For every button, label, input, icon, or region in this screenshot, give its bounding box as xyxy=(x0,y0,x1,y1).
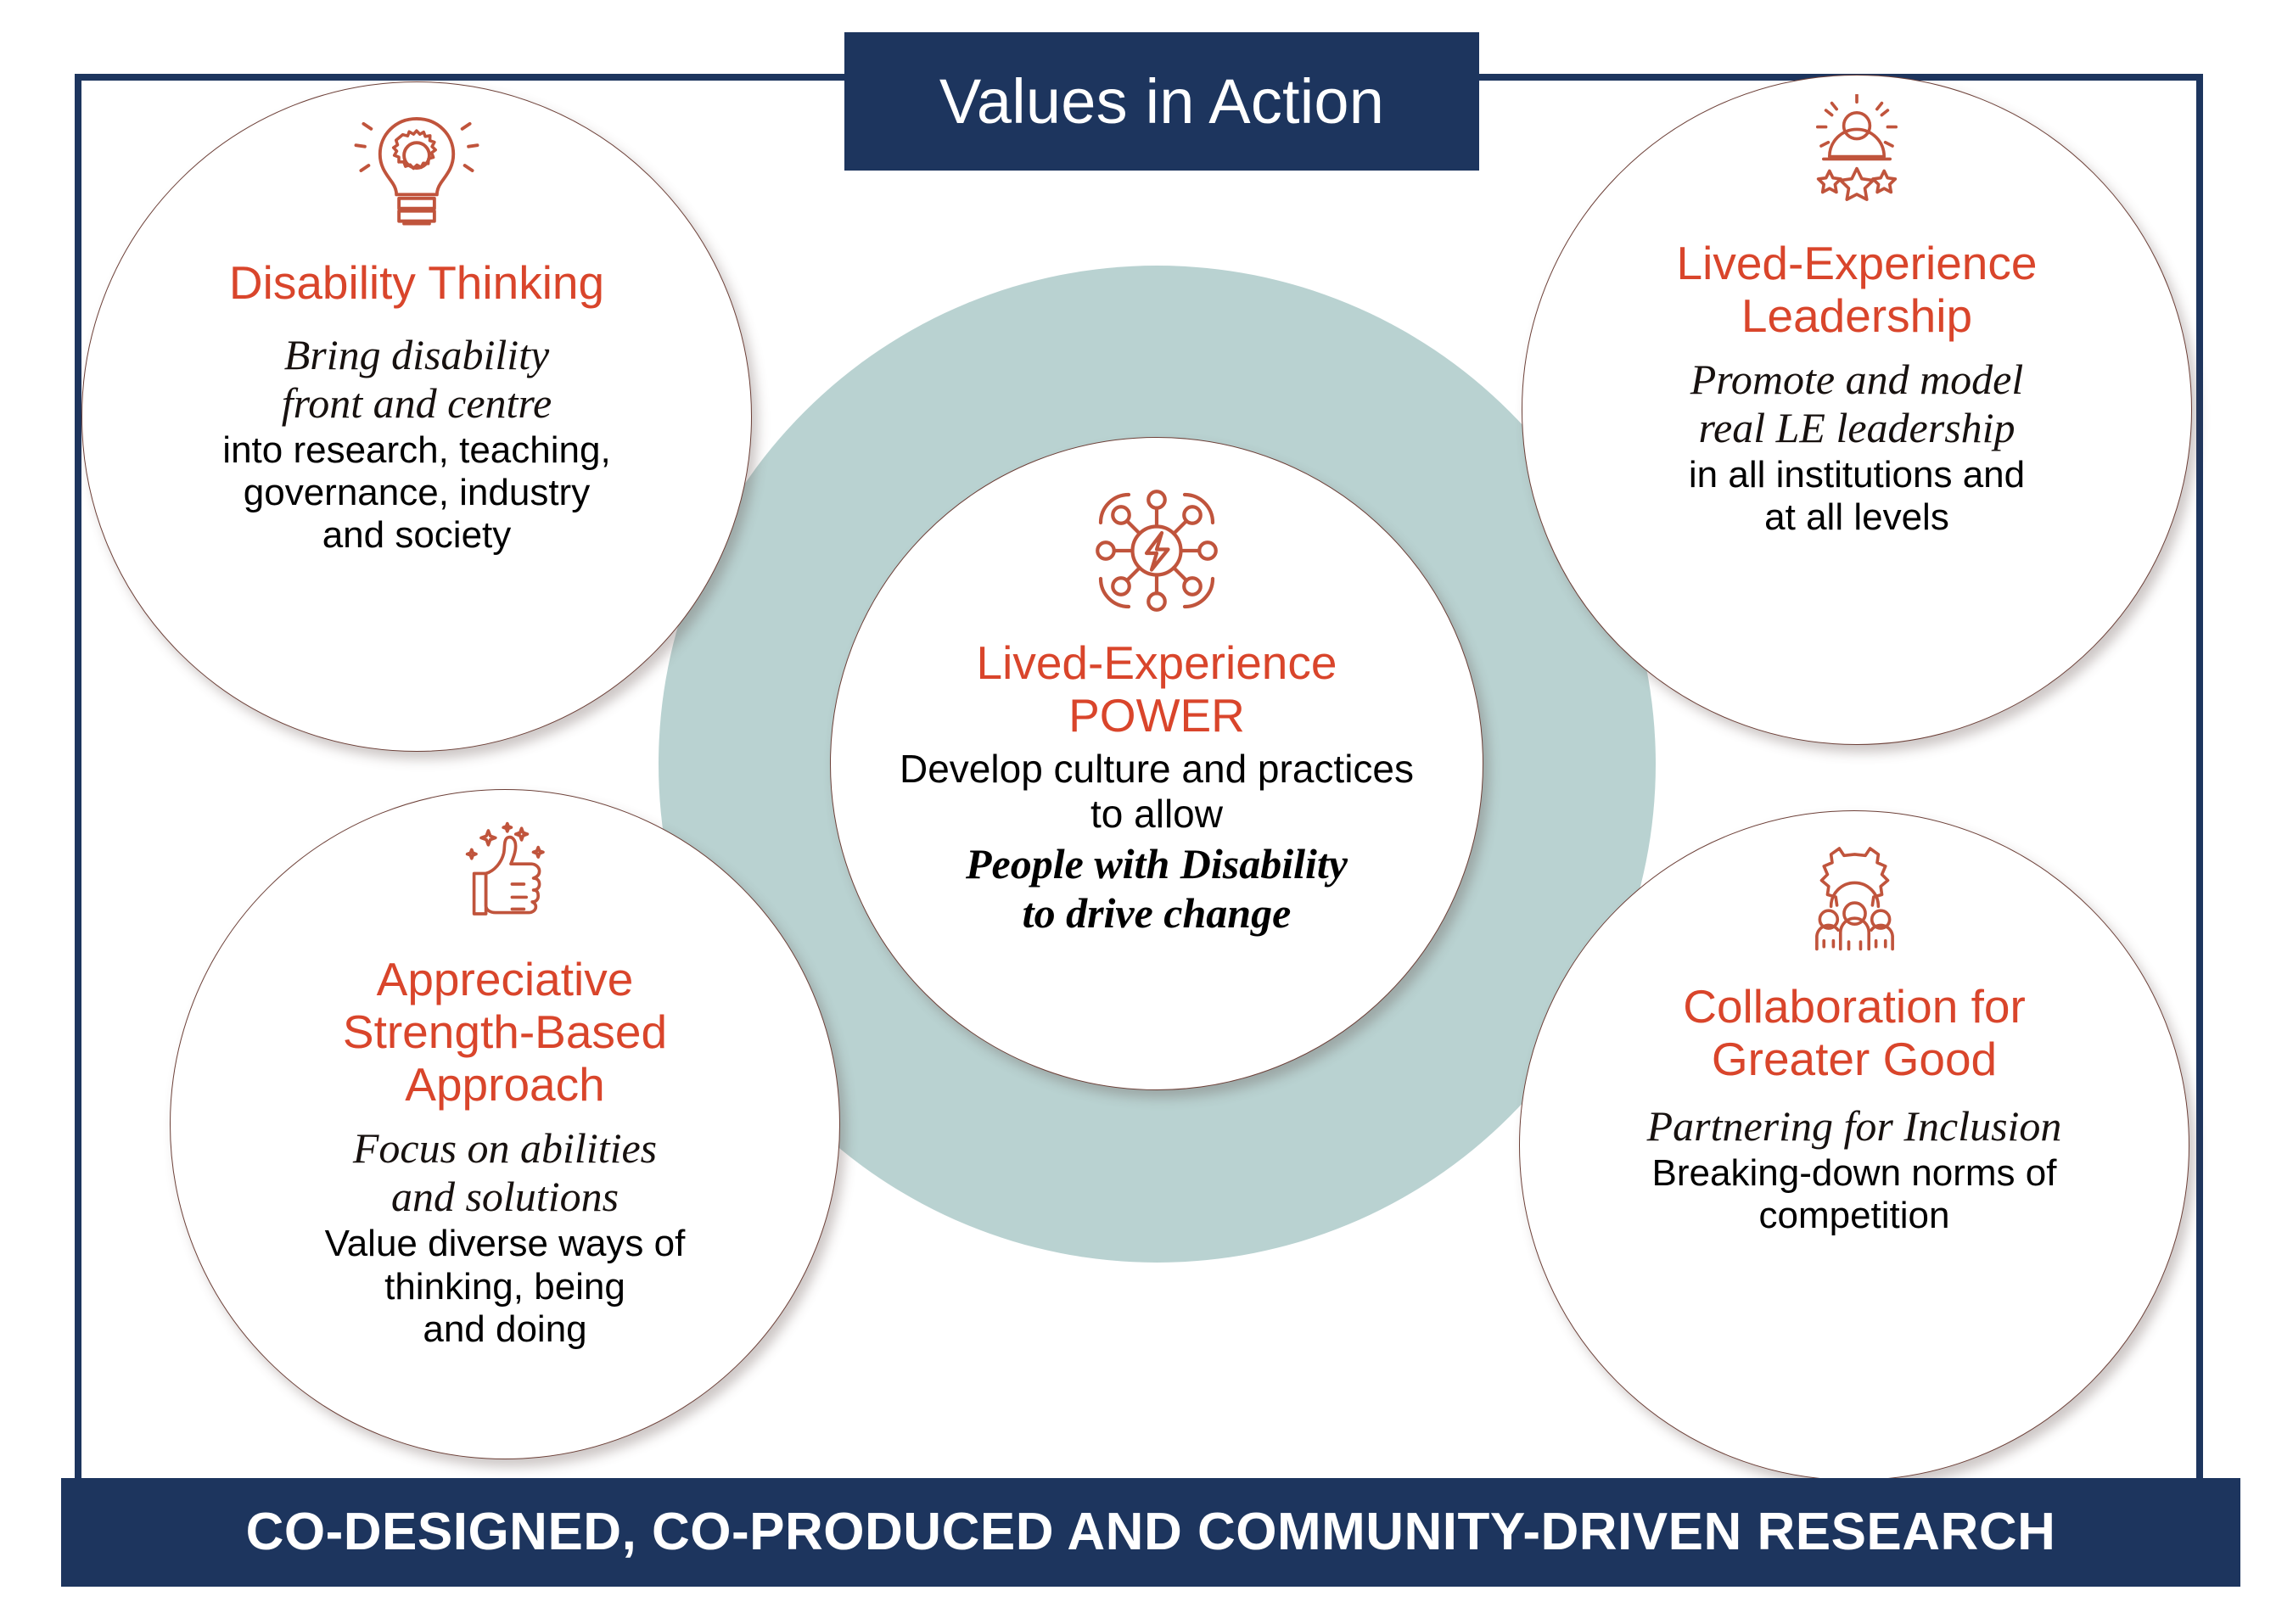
heading-line: Leadership xyxy=(1741,289,1973,343)
plain-line: to allow xyxy=(1090,791,1223,836)
center-emphasis-text: People with Disability to drive change xyxy=(966,839,1348,938)
node-italic-text: Partnering for Inclusion xyxy=(1647,1102,2062,1151)
plain-line: Value diverse ways of xyxy=(324,1223,686,1265)
footer-banner: CO-DESIGNED, CO-PRODUCED AND COMMUNITY-D… xyxy=(61,1478,2240,1587)
emphasis-line: to drive change xyxy=(1022,889,1292,938)
leader-person-stars-icon xyxy=(1797,92,1916,221)
people-gear-icon xyxy=(1793,847,1916,961)
plain-line: at all levels xyxy=(1764,496,1949,539)
thumbs-up-sparkle-icon xyxy=(446,819,564,938)
italic-line: Partnering for Inclusion xyxy=(1646,1102,2062,1151)
node-italic-text: Focus on abilities and solutions xyxy=(353,1124,657,1221)
node-lived-experience-leadership: Lived-Experience Leadership Promote and … xyxy=(1522,75,2192,745)
node-plain-text: Breaking-down norms of competition xyxy=(1652,1152,2057,1237)
italic-line: Bring disability xyxy=(283,331,550,379)
plain-line: into research, teaching, xyxy=(222,429,611,472)
heading-line: Collaboration for xyxy=(1683,980,2026,1033)
italic-line: and solutions xyxy=(390,1173,620,1221)
heading-line: Lived-Experience xyxy=(976,636,1337,689)
italic-line: Focus on abilities xyxy=(352,1124,658,1173)
plain-line: in all institutions and xyxy=(1688,454,2026,496)
plain-line: thinking, being xyxy=(384,1265,625,1308)
plain-line: competition xyxy=(1758,1195,1950,1237)
title-banner: Values in Action xyxy=(844,32,1479,171)
node-lived-experience-power: Lived-Experience POWER Develop culture a… xyxy=(830,437,1483,1090)
network-power-icon xyxy=(1093,487,1220,614)
node-heading: Appreciative Strength-Based Approach xyxy=(343,953,667,1111)
node-plain-text: Value diverse ways of thinking, being an… xyxy=(325,1223,686,1350)
italic-line: Promote and model xyxy=(1690,356,2024,404)
node-heading: Collaboration for Greater Good xyxy=(1683,980,2026,1085)
heading-line: Approach xyxy=(405,1058,605,1112)
node-italic-text: Promote and model real LE leadership xyxy=(1690,356,2024,452)
heading-line: POWER xyxy=(1068,689,1245,742)
node-appreciative-strength-based: Appreciative Strength-Based Approach Foc… xyxy=(170,789,840,1459)
plain-line: and society xyxy=(322,514,512,557)
plain-line: governance, industry xyxy=(243,472,591,514)
node-plain-text: into research, teaching, governance, ind… xyxy=(222,429,610,557)
heading-line: Disability Thinking xyxy=(228,256,605,309)
plain-line: Develop culture and practices xyxy=(900,747,1414,792)
emphasis-line: People with Disability xyxy=(966,840,1348,888)
italic-line: front and centre xyxy=(281,379,552,428)
node-heading: Disability Thinking xyxy=(229,256,604,309)
plain-line: and doing xyxy=(423,1308,587,1350)
node-collaboration-greater-good: Collaboration for Greater Good Partnerin… xyxy=(1519,810,2189,1481)
footer-text: CO-DESIGNED, CO-PRODUCED AND COMMUNITY-D… xyxy=(245,1503,2056,1561)
node-italic-text: Bring disability front and centre xyxy=(282,331,552,428)
heading-line: Strength-Based xyxy=(342,1005,668,1059)
heading-line: Greater Good xyxy=(1711,1033,1998,1086)
plain-line: Breaking-down norms of xyxy=(1651,1152,2057,1195)
node-plain-text: in all institutions and at all levels xyxy=(1689,454,2025,539)
lightbulb-gear-icon xyxy=(353,106,480,238)
italic-line: real LE leadership xyxy=(1698,404,2015,452)
heading-line: Lived-Experience xyxy=(1676,237,2038,289)
heading-line: Appreciative xyxy=(376,953,634,1005)
center-body-text: Develop culture and practices to allow xyxy=(900,747,1414,836)
node-disability-thinking: Disability Thinking Bring disability fro… xyxy=(81,81,752,752)
page-title: Values in Action xyxy=(939,65,1385,137)
center-heading: Lived-Experience POWER xyxy=(977,636,1337,742)
node-heading: Lived-Experience Leadership xyxy=(1677,237,2038,342)
